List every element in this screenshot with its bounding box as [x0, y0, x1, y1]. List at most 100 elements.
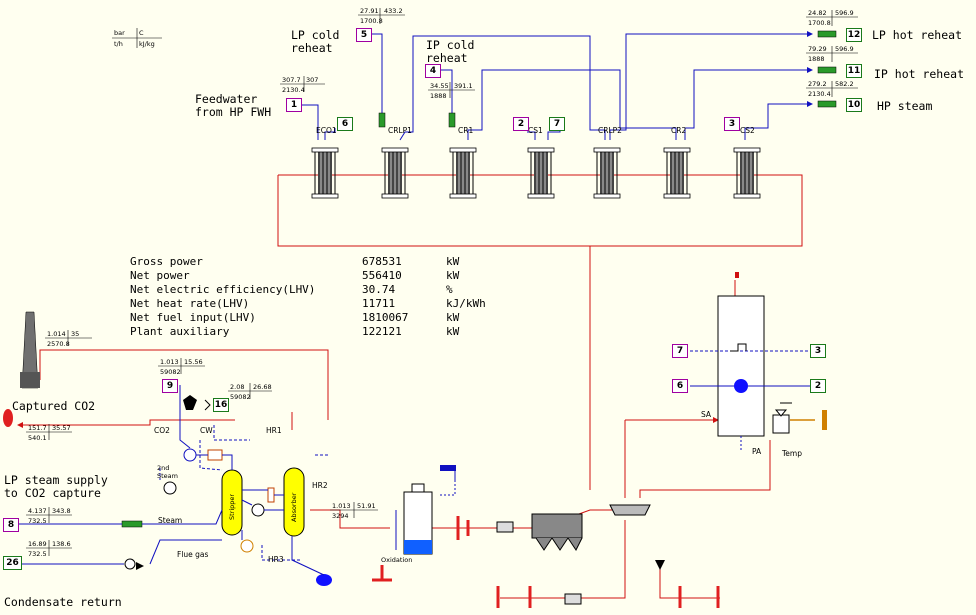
hpsteam-pressure: 279.2	[808, 80, 827, 88]
stream-tag-8[interactable]: 8	[3, 518, 19, 532]
lpcold-temperature: 433.2	[384, 7, 403, 15]
lphot-pressure: 24.82	[808, 9, 827, 17]
perf-label: Net power	[130, 269, 190, 282]
stream-tag-4[interactable]: 4	[425, 64, 441, 78]
perf-value: 1810067	[362, 311, 409, 324]
hx-cr1[interactable]	[449, 147, 477, 199]
iphot-temperature: 596.9	[835, 45, 854, 53]
ipcold-pressure: 34.55	[430, 82, 449, 90]
ipcold-flow: 1888	[430, 92, 447, 100]
perf-label: Plant auxiliary	[130, 325, 230, 338]
label-co2-line: CO2	[154, 426, 170, 435]
stream-tag-9[interactable]: 9	[162, 379, 178, 393]
stream-tag-3-in[interactable]: 3	[724, 117, 740, 131]
label-sa: SA	[701, 410, 712, 419]
hx-bank	[311, 147, 761, 199]
perf-unit: kW	[446, 325, 460, 338]
stream-tag-12[interactable]: 12	[846, 28, 862, 42]
feed-temperature: 307	[306, 76, 319, 84]
fgd-scrubber[interactable]	[372, 465, 456, 582]
stream-tag-6-out[interactable]: 6	[337, 117, 353, 131]
hx-label-cr2: CR2	[671, 126, 687, 135]
hx-cr2[interactable]	[663, 147, 691, 199]
hpsteam-flow: 2130.4	[808, 90, 831, 98]
s16-flow: 59082	[230, 393, 251, 401]
steam-valves	[121, 30, 837, 528]
gas-cleanup-train	[456, 504, 720, 608]
stack-flow: 2570.8	[47, 340, 70, 348]
steam8-flow: 732.5	[28, 517, 47, 525]
stream-tag-1[interactable]: 1	[286, 98, 302, 112]
s16-temperature: 26.68	[253, 383, 272, 391]
stream-tag-6-in[interactable]: 6	[672, 379, 688, 393]
hr1-exchanger[interactable]	[207, 449, 223, 461]
label-absorber: Absorber	[290, 492, 298, 522]
stream-data-rules	[26, 8, 858, 556]
label-temp: Temp	[782, 449, 802, 458]
stream-tag-26[interactable]: 26	[3, 556, 22, 570]
perf-value: 122121	[362, 325, 402, 338]
hx-label-eco1: ECO1	[316, 126, 337, 135]
perf-unit: %	[446, 283, 453, 296]
stream-tag-2-in[interactable]: 2	[513, 117, 529, 131]
lpcold-pressure: 27.91	[360, 7, 379, 15]
perf-label: Net fuel input(LHV)	[130, 311, 256, 324]
stream-tag-2-out[interactable]: 2	[810, 379, 826, 393]
co2-product	[3, 409, 13, 427]
label-lp-cold-reheat: LP cold reheat	[291, 28, 340, 55]
perf-label: Net heat rate(LHV)	[130, 297, 250, 310]
lpcold-flow: 1700.8	[360, 17, 383, 25]
label-hr1: HR1	[266, 426, 282, 435]
pump-icon	[124, 558, 136, 570]
label-condensate-return: Condensate return	[4, 595, 122, 609]
stream-tag-7-in[interactable]: 7	[672, 344, 688, 358]
fuel-feeder[interactable]	[772, 409, 827, 434]
stack-temperature: 35	[71, 330, 80, 338]
absorber-vessel[interactable]	[283, 467, 305, 537]
flue-temperature: 51.91	[357, 502, 376, 510]
perf-value: 556410	[362, 269, 402, 282]
s16-pressure: 2.08	[230, 383, 245, 391]
capture-lines	[18, 385, 330, 576]
perf-unit: kJ/kWh	[446, 297, 486, 310]
stream-tag-10[interactable]: 10	[846, 98, 862, 112]
steam-lines	[302, 31, 813, 141]
hx-label-cs2: CS2	[740, 126, 755, 135]
stream-tag-7-out[interactable]: 7	[549, 117, 565, 131]
label-steam: Steam	[158, 516, 183, 525]
stream-tag-11[interactable]: 11	[846, 64, 862, 78]
lphot-flow: 1700.8	[808, 19, 831, 27]
label-lp-steam-supply: LP steam supply to CO2 capture	[4, 473, 108, 500]
label-cw: CW	[200, 426, 213, 435]
flue-flow: 3294	[332, 512, 349, 520]
hx-label-cr1: CR1	[458, 126, 474, 135]
hx-label-crlp2: CRLP2	[598, 126, 622, 135]
cond26-flow: 732.5	[28, 550, 47, 558]
hx-crlp1[interactable]	[381, 147, 409, 199]
label-ip-hot-reheat: IP hot reheat	[874, 67, 965, 81]
boiler[interactable]	[690, 295, 815, 452]
stream-tag-3-out[interactable]: 3	[810, 344, 826, 358]
hx-eco1[interactable]	[311, 147, 339, 199]
hx-cs2[interactable]	[733, 147, 761, 199]
label-lp-hot-reheat: LP hot reheat	[872, 28, 963, 42]
stream-tag-16[interactable]: 16	[213, 398, 229, 412]
stream-tag-5[interactable]: 5	[356, 28, 372, 42]
hx-cs1[interactable]	[527, 147, 555, 199]
cw-cooler[interactable]	[183, 448, 197, 462]
hx-label-crlp1: CRLP1	[388, 126, 412, 135]
steam8-temperature: 343.8	[52, 507, 71, 515]
steam8-pressure: 4.137	[28, 507, 47, 515]
s9-temperature: 15.56	[184, 358, 203, 366]
label-oxidation: Oxidation	[381, 556, 413, 564]
stack	[20, 311, 40, 389]
legend-flow: t/h	[114, 40, 123, 48]
hx-crlp2[interactable]	[593, 147, 621, 199]
feed-flow: 2130.4	[282, 86, 305, 94]
feed-pressure: 307.7	[282, 76, 301, 84]
label-feedwater: Feedwater from HP FWH	[195, 92, 272, 119]
label-ip-cold-reheat: IP cold reheat	[426, 38, 475, 65]
label-second-steam: 2nd Steam	[157, 464, 178, 480]
co2-flow: 540.1	[28, 434, 47, 442]
perf-label: Net electric efficiency(LHV)	[130, 283, 316, 296]
